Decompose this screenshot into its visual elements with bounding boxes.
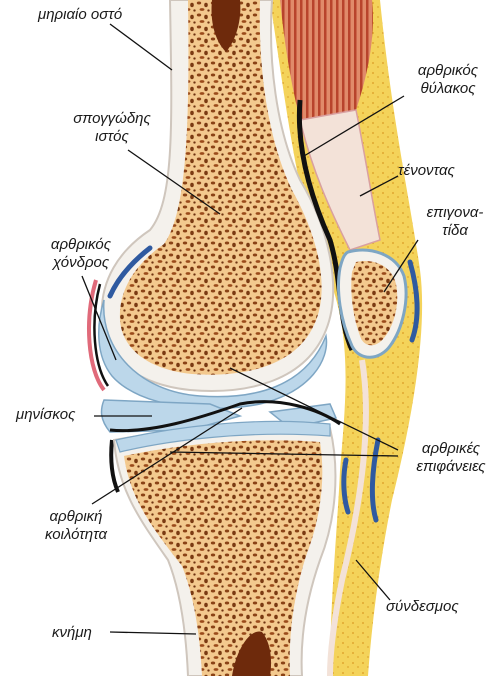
label-cavity-line1: αρθρική (26, 508, 126, 526)
label-cavity-line2: κοιλότητα (26, 526, 126, 544)
label-articular-surfaces: αρθρικές επιφάνειες (398, 440, 504, 476)
label-femur: μηριαίο οστό (38, 6, 122, 24)
label-patella-line1: επιγονα- (412, 204, 498, 222)
label-cartilage-line1: αρθρικός (26, 236, 136, 254)
label-spongy-line2: ιστός (52, 128, 172, 146)
label-tendon: τένοντας (398, 162, 455, 180)
label-ligament: σύνδεσμος (386, 598, 459, 616)
label-capsule-line1: αρθρικός (398, 62, 498, 80)
label-capsule-line2: θύλακος (398, 80, 498, 98)
label-patella-line2: τίδα (412, 222, 498, 240)
label-spongy-tissue: σπογγώδης ιστός (52, 110, 172, 146)
label-meniscus: μηνίσκος (16, 406, 75, 424)
leader-tibia (110, 632, 196, 634)
label-articular-cartilage: αρθρικός χόνδρος (26, 236, 136, 272)
label-spongy-line1: σπογγώδης (52, 110, 172, 128)
label-surfaces-line2: επιφάνειες (398, 458, 504, 476)
label-joint-capsule: αρθρικός θύλακος (398, 62, 498, 98)
label-patella: επιγονα- τίδα (412, 204, 498, 240)
leader-femur (110, 24, 172, 70)
label-cartilage-line2: χόνδρος (26, 254, 136, 272)
label-joint-cavity: αρθρική κοιλότητα (26, 508, 126, 544)
label-surfaces-line1: αρθρικές (398, 440, 504, 458)
label-tibia: κνήμη (52, 624, 92, 642)
